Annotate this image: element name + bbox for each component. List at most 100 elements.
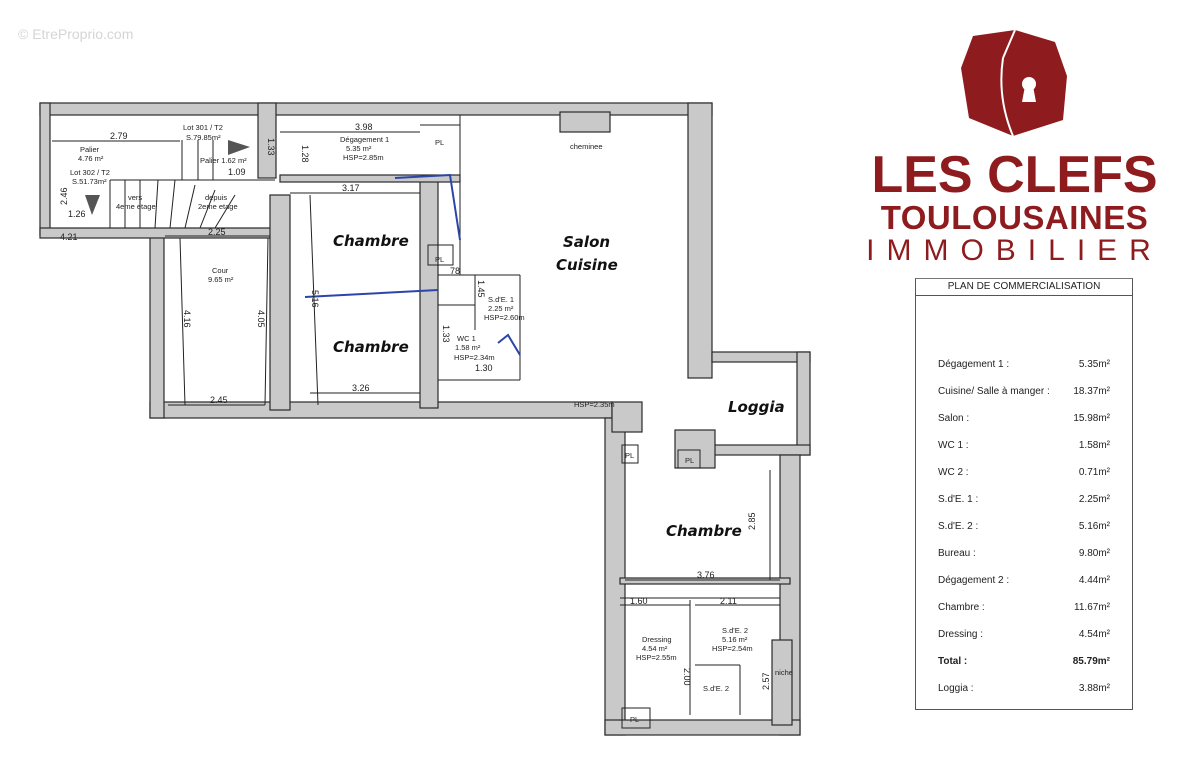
svg-text:3.98: 3.98 — [355, 122, 373, 132]
row-label: S.d'E. 2 : — [938, 521, 979, 532]
svg-text:3.26: 3.26 — [352, 383, 370, 393]
row-label: Dégagement 2 : — [938, 575, 1010, 586]
svg-text:4eme etage: 4eme etage — [116, 202, 156, 211]
table-row: Cuisine/ Salle à manger :18.37m² — [938, 386, 1110, 413]
row-label: Salon : — [938, 413, 970, 424]
surface-table: PLAN DE COMMERCIALISATION Dégagement 1 :… — [915, 278, 1133, 710]
svg-text:Palier 1.62 m²: Palier 1.62 m² — [200, 156, 247, 165]
svg-text:depuis: depuis — [205, 193, 227, 202]
svg-text:2eme etage: 2eme etage — [198, 202, 238, 211]
dimension-lines — [52, 131, 780, 606]
table-row: Salon : 15.98m² — [938, 413, 1110, 440]
svg-text:PL: PL — [630, 715, 639, 724]
svg-text:PL: PL — [435, 255, 444, 264]
svg-text:PL: PL — [685, 456, 694, 465]
logo-line-3: IMMOBILIER — [866, 234, 1163, 267]
svg-text:4.21: 4.21 — [60, 232, 78, 242]
svg-text:4.05: 4.05 — [256, 310, 266, 328]
house-keyhole-icon — [960, 29, 1067, 137]
row-value: 4.44m² — [1078, 575, 1110, 586]
table-row: Total : 85.79m² — [938, 656, 1110, 683]
room-salon: Salon — [563, 233, 610, 251]
row-value: 1.58m² — [1078, 440, 1110, 451]
table-row: Dégagement 2 : 4.44m² — [938, 575, 1110, 602]
svg-text:2.25: 2.25 — [208, 227, 226, 237]
svg-text:2.11: 2.11 — [720, 596, 737, 606]
row-value: 15.98m² — [1073, 413, 1110, 424]
watermark: © EtreProprio.com — [18, 26, 134, 42]
svg-text:2.45: 2.45 — [210, 395, 228, 405]
svg-text:2.85: 2.85 — [747, 512, 757, 530]
row-value: 5.16m² — [1078, 521, 1110, 532]
row-value: 3.88m² — [1078, 683, 1110, 694]
svg-text:1.33: 1.33 — [266, 138, 276, 156]
table-row: Loggia : 3.88m² — [938, 683, 1110, 710]
svg-text:niche: niche — [775, 668, 793, 677]
svg-text:HSP=2.55m: HSP=2.55m — [636, 653, 677, 662]
table-row: Dressing : 4.54m² — [938, 629, 1110, 656]
stairs — [109, 140, 275, 229]
svg-text:PL: PL — [435, 138, 444, 147]
row-value: 0.71m² — [1078, 467, 1110, 478]
row-label: Cuisine/ Salle à manger : — [938, 386, 1050, 397]
table-row: Bureau :9.80m² — [938, 548, 1110, 575]
svg-text:2.46: 2.46 — [59, 187, 69, 205]
svg-text:4.54 m²: 4.54 m² — [642, 644, 668, 653]
company-logo: LES CLEFS TOULOUSAINES IMMOBILIER — [852, 28, 1177, 267]
svg-text:HSP=2.60m: HSP=2.60m — [484, 313, 525, 322]
row-label: WC 1 : — [938, 440, 969, 451]
svg-text:S.79.85m²: S.79.85m² — [186, 133, 221, 142]
table-row: S.d'E. 2 : 5.16m² — [938, 521, 1110, 548]
row-value: 4.54m² — [1078, 629, 1110, 640]
svg-text:3.76: 3.76 — [697, 570, 715, 580]
svg-text:1.60: 1.60 — [630, 596, 648, 606]
room-cuisine: Cuisine — [556, 256, 618, 274]
svg-text:9.65 m²: 9.65 m² — [208, 275, 234, 284]
svg-text:vers: vers — [128, 193, 142, 202]
row-label: Total : — [938, 656, 968, 667]
room-chambre-2: Chambre — [333, 338, 409, 356]
svg-text:Dégagement 1: Dégagement 1 — [340, 135, 389, 144]
row-value: 9.80m² — [1078, 548, 1110, 559]
svg-text:HSP=2.85m: HSP=2.85m — [343, 153, 384, 162]
svg-text:1.45: 1.45 — [476, 280, 486, 298]
room-loggia: Loggia — [728, 398, 785, 416]
arrow-right-icon — [228, 140, 250, 155]
room-chambre-3: Chambre — [666, 522, 742, 540]
arrow-down-icon — [85, 195, 100, 215]
svg-text:Cour: Cour — [212, 266, 229, 275]
svg-text:S.51.73m²: S.51.73m² — [72, 177, 107, 186]
row-value: 5.35m² — [1078, 359, 1110, 370]
row-value: 2.25m² — [1078, 494, 1110, 505]
row-label: WC 2 : — [938, 467, 969, 478]
blue-annotations — [304, 173, 521, 356]
table-row: Dégagement 1 :5.35m² — [938, 359, 1110, 386]
svg-text:3.17: 3.17 — [342, 183, 360, 193]
svg-text:1.33: 1.33 — [441, 325, 451, 343]
svg-text:S.d'E. 2: S.d'E. 2 — [703, 684, 729, 693]
logo-line-2: TOULOUSAINES — [880, 199, 1149, 236]
table-row: S.d'E. 1 :2.25m² — [938, 494, 1110, 521]
svg-text:5.35 m²: 5.35 m² — [346, 144, 372, 153]
row-label: Loggia : — [938, 683, 974, 694]
svg-text:4.16: 4.16 — [182, 310, 192, 328]
table-title: PLAN DE COMMERCIALISATION — [916, 279, 1132, 296]
table-row: WC 1 : 1.58m² — [938, 440, 1110, 467]
svg-text:1.26: 1.26 — [68, 209, 86, 219]
svg-text:2.79: 2.79 — [110, 131, 128, 141]
plan-labels: Palier 4.76 m² Lot 301 / T2 S.79.85m² Lo… — [70, 123, 793, 724]
svg-text:WC 1: WC 1 — [457, 334, 476, 343]
dimension-labels: 2.79 3.98 1.09 1.33 1.28 2.46 1.26 4.21 … — [59, 122, 771, 690]
svg-text:2.57: 2.57 — [761, 672, 771, 690]
room-chambre-1: Chambre — [333, 232, 409, 250]
svg-text:Palier: Palier — [80, 145, 100, 154]
svg-text:HSP=2.54m: HSP=2.54m — [712, 644, 753, 653]
svg-text:1.09: 1.09 — [228, 167, 246, 177]
svg-text:S.d'E. 2: S.d'E. 2 — [722, 626, 748, 635]
row-value: 85.79m² — [1072, 656, 1110, 667]
svg-text:5.16 m²: 5.16 m² — [722, 635, 748, 644]
svg-text:78: 78 — [450, 266, 460, 276]
row-label: Dressing : — [938, 629, 984, 640]
